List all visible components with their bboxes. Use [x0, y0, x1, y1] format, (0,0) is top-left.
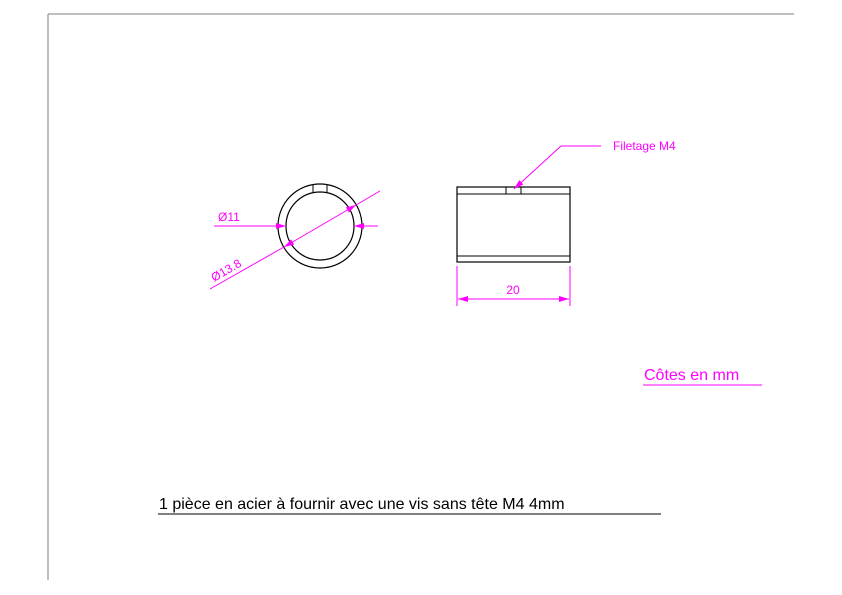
side-view-body — [456, 186, 571, 263]
inner-diameter-dimension: Ø11 — [214, 210, 378, 229]
inner-diameter-label: Ø11 — [218, 210, 240, 224]
end-view: Ø11 Ø13.8 — [209, 183, 381, 290]
length-dimension: 20 — [456, 266, 571, 306]
units-note: Côtes en mm — [643, 367, 762, 386]
length-label: 20 — [506, 283, 520, 297]
part-note-text: 1 pièce en acier à fournir avec une vis … — [159, 496, 565, 513]
units-note-text: Côtes en mm — [644, 367, 739, 384]
thread-label: Filetage M4 — [613, 139, 676, 153]
outer-diameter-dimension: Ø13.8 — [209, 190, 381, 290]
part-note: 1 pièce en acier à fournir avec une vis … — [158, 496, 661, 515]
drawing-frame — [47, 13, 794, 580]
side-view: Filetage M4 20 — [456, 139, 676, 306]
thread-leader: Filetage M4 — [513, 139, 676, 190]
